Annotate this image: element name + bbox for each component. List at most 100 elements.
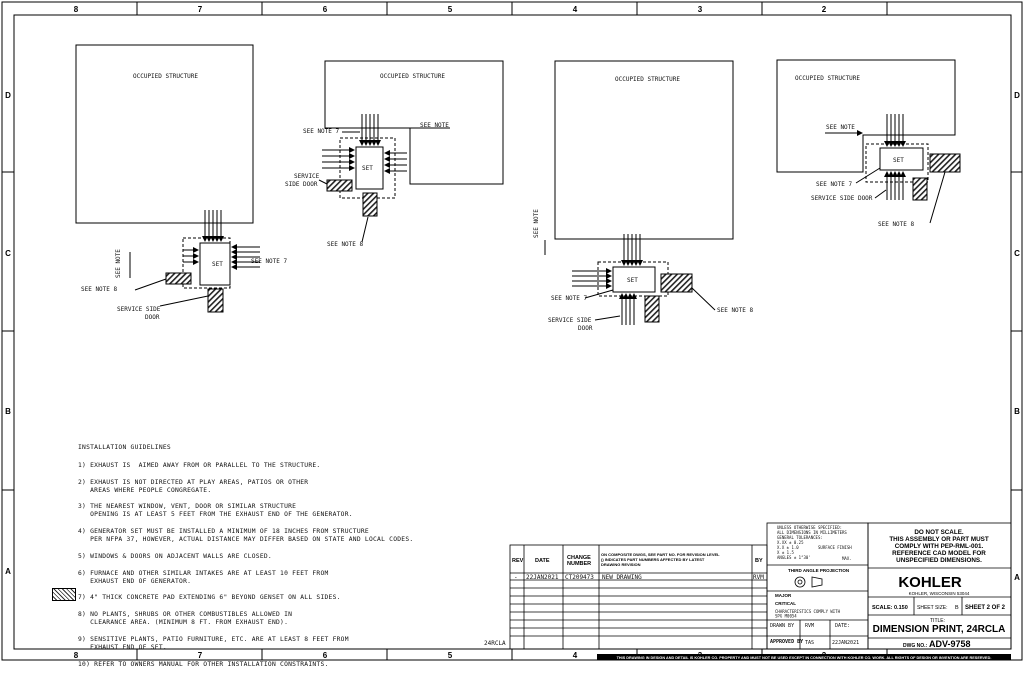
zone-col-4-bottom: 4 — [573, 651, 578, 660]
occupied-structure — [776, 59, 956, 173]
installation-guidelines: INSTALLATION GUIDELINES 1) EXHAUST IS AI… — [78, 444, 458, 678]
diagram-1 — [75, 44, 260, 313]
zone-col-5: 5 — [448, 5, 453, 14]
d1-service-door-line1: SERVICE SIDE — [117, 306, 161, 313]
drawing-title: DIMENSION PRINT, 24RCLA — [873, 624, 1006, 635]
d4-service-door: SERVICE SIDE DOOR — [811, 195, 873, 202]
exhaust-zone-bottom — [912, 177, 928, 201]
tolerance-block — [766, 522, 869, 650]
d4-note8: SEE NOTE 8 — [878, 221, 915, 228]
generator-set — [612, 266, 656, 293]
exhaust-zone-bottom — [644, 295, 660, 323]
title-warning: DO NOT SCALE.THIS ASSEMBLY OR PART MUSTC… — [889, 529, 989, 564]
zone-col-4: 4 — [573, 5, 578, 14]
tolerance-line-7: ANGLES ± 1°30' — [777, 555, 811, 560]
zone-col-5-bottom: 5 — [448, 651, 453, 660]
warning-line-4: REFERENCE CAD MODEL FOR — [892, 550, 986, 557]
model-label: 24RCLA — [484, 640, 506, 647]
d4-see-note: SEE NOTE — [826, 124, 855, 131]
d1-note7: SEE NOTE 7 — [251, 258, 288, 265]
occupied-structure — [324, 60, 504, 185]
d3-set-label: SET — [627, 277, 638, 284]
exhaust-zone-bottom — [207, 288, 224, 313]
generator-set — [355, 146, 384, 190]
rev-header-date: DATE — [535, 558, 550, 564]
exhaust-zone-bottom — [362, 192, 378, 217]
diagram-4 — [776, 59, 961, 224]
d2-set-label: SET — [362, 165, 373, 172]
zone-col-3: 3 — [698, 5, 703, 14]
exhaust-zone-left — [165, 272, 192, 285]
d2-service-door-line2: SIDE DOOR — [285, 181, 318, 188]
d3-see-note-vertical: SEE NOTE — [533, 209, 540, 238]
d3-service-door-line1: SERVICE SIDE — [548, 317, 592, 324]
exhaust-zone-right — [929, 153, 961, 173]
occupied-structure — [554, 60, 734, 240]
guideline-5: 5) WINDOWS & DOORS ON ADJACENT WALLS ARE… — [78, 552, 272, 560]
zone-col-6: 6 — [323, 5, 328, 14]
tolerance-line-5: X.X ± 1.0 — [777, 545, 799, 550]
guideline-3: 3) THE NEAREST WINDOW, VENT, DOOR OR SIM… — [78, 503, 353, 519]
warning-line-5: UNSPECIFIED DIMENSIONS. — [896, 557, 982, 564]
drawn-by-value: RVM — [805, 623, 814, 629]
zone-row-b: B — [5, 407, 11, 416]
zone-row-d: D — [5, 91, 11, 100]
d3-structure-label: OCCUPIED STRUCTURE — [615, 76, 680, 83]
tolerance-line-2: ALL DIMENSIONS IN MILLIMETERS — [777, 530, 847, 535]
zone-col-7: 7 — [198, 5, 203, 14]
d1-note8: SEE NOTE 8 — [81, 286, 118, 293]
zone-row-a: A — [5, 567, 11, 576]
d1-set-label: SET — [212, 261, 223, 268]
zone-ticks — [2, 2, 1022, 660]
guideline-9: 9) SENSITIVE PLANTS, PATIO FURNITURE, ET… — [78, 636, 349, 651]
rev-row-date: 22JAN2021 — [526, 574, 559, 581]
d2-note7: SEE NOTE 7 — [303, 128, 340, 135]
tolerance-line-1: UNLESS OTHERWISE SPECIFIED: — [777, 525, 842, 530]
zone-col-2: 2 — [822, 5, 827, 14]
d2-service-door-line1: SERVICE — [294, 173, 320, 180]
zone-col-7-bottom: 7 — [198, 651, 203, 660]
tolerance-line-6: X ± 1.5 — [777, 550, 794, 555]
warning-line-1: DO NOT SCALE. — [914, 529, 964, 536]
projection-label: THIRD ANGLE PROJECTION — [788, 568, 849, 573]
d4-structure-label: OCCUPIED STRUCTURE — [795, 75, 860, 82]
zone-col-8-bottom: 8 — [74, 651, 79, 660]
clearance-hatch-legend — [52, 588, 76, 601]
d4-note7: SEE NOTE 7 — [816, 181, 853, 188]
generator-set — [199, 242, 231, 286]
tolerance-notes: UNLESS OTHERWISE SPECIFIED:ALL DIMENSION… — [777, 525, 847, 560]
rev-header-description: ON COMPOSITE DWGS, SEE PART NO. FOR REVI… — [601, 552, 720, 567]
footer-proprietary-notice: THIS DRAWING IN DESIGN AND DETAIL IS KOH… — [617, 656, 992, 660]
d1-structure-label: OCCUPIED STRUCTURE — [133, 73, 198, 80]
rev-row-by: RVM — [753, 574, 764, 581]
scale-label: SCALE: — [872, 605, 893, 611]
title-block — [867, 522, 1012, 650]
critical-label: CRITICAL — [775, 601, 796, 606]
guideline-1: 1) EXHAUST IS AIMED AWAY FROM OR PARALLE… — [78, 461, 321, 469]
generator-set — [879, 147, 924, 171]
revision-table — [509, 544, 768, 650]
diagram-3 — [544, 60, 734, 325]
zone-row-d-right: D — [1014, 91, 1020, 100]
surface-max-label: MAX. — [842, 556, 852, 561]
exhaust-zone-left — [326, 179, 353, 192]
drawn-date-label: DATE: — [835, 623, 850, 629]
rev-header-rev: REV — [512, 558, 524, 564]
tolerance-line-3: GENERAL TOLERANCES: — [777, 535, 823, 540]
d2-structure-label: OCCUPIED STRUCTURE — [380, 73, 445, 80]
d2-note8: SEE NOTE 8 — [327, 241, 364, 248]
scale-value: 0.150 — [894, 605, 908, 611]
occupied-structure — [75, 44, 254, 224]
d3-note8: SEE NOTE 8 — [717, 307, 754, 314]
drawing-sheet: 8 7 6 5 4 3 2 8 7 6 5 4 3 2 D C B A D C … — [1, 1, 1023, 661]
approved-date-value: 22JAN2021 — [832, 640, 859, 646]
dwg-number: ADV-9758 — [929, 639, 971, 649]
guidelines-heading: INSTALLATION GUIDELINES — [78, 444, 171, 451]
warning-line-2: THIS ASSEMBLY OR PART MUST — [889, 536, 989, 543]
major-label: MAJOR — [775, 593, 792, 598]
sheet-number: SHEET 2 OF 2 — [965, 605, 1006, 611]
zone-col-6-bottom: 6 — [323, 651, 328, 660]
dwg-number-label: DWG NO.: — [903, 643, 927, 649]
